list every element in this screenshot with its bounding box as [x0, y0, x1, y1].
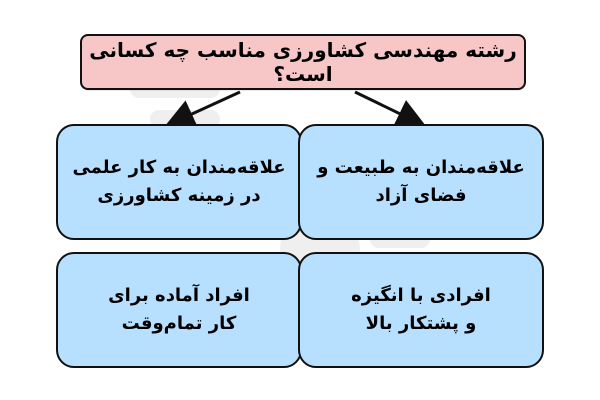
- card-scientific-work-line-1: علاقه‌مندان به کار علمی: [72, 157, 286, 179]
- card-nature-open-space-line-2: فضای آزاد: [375, 185, 467, 206]
- card-full-time-work: افراد آماده برای کار تمام‌وقت: [56, 252, 302, 368]
- card-nature-open-space-line-1: علاقه‌مندان به طبیعت و: [317, 157, 525, 179]
- card-motivated-persistent: افرادی با انگیزه و پشتکار بالا: [298, 252, 544, 368]
- card-motivated-persistent-line-2: و پشتکار بالا: [365, 313, 477, 334]
- diagram-title-box: رشته مهندسی کشاورزی مناسب چه کسانی است؟: [80, 34, 526, 90]
- card-full-time-work-line-2: کار تمام‌وقت: [121, 313, 237, 334]
- card-motivated-persistent-line-1: افرادی با انگیزه: [351, 285, 491, 307]
- diagram-title: رشته مهندسی کشاورزی مناسب چه کسانی است؟: [89, 38, 517, 86]
- arrow-right: [354, 90, 427, 128]
- card-full-time-work-line-1: افراد آماده برای: [108, 285, 250, 307]
- arrow-left: [164, 90, 241, 128]
- card-scientific-work-line-2: در زمینه کشاورزی: [97, 185, 261, 206]
- card-scientific-work: علاقه‌مندان به کار علمی در زمینه کشاورزی: [56, 124, 302, 240]
- card-nature-open-space: علاقه‌مندان به طبیعت و فضای آزاد: [298, 124, 544, 240]
